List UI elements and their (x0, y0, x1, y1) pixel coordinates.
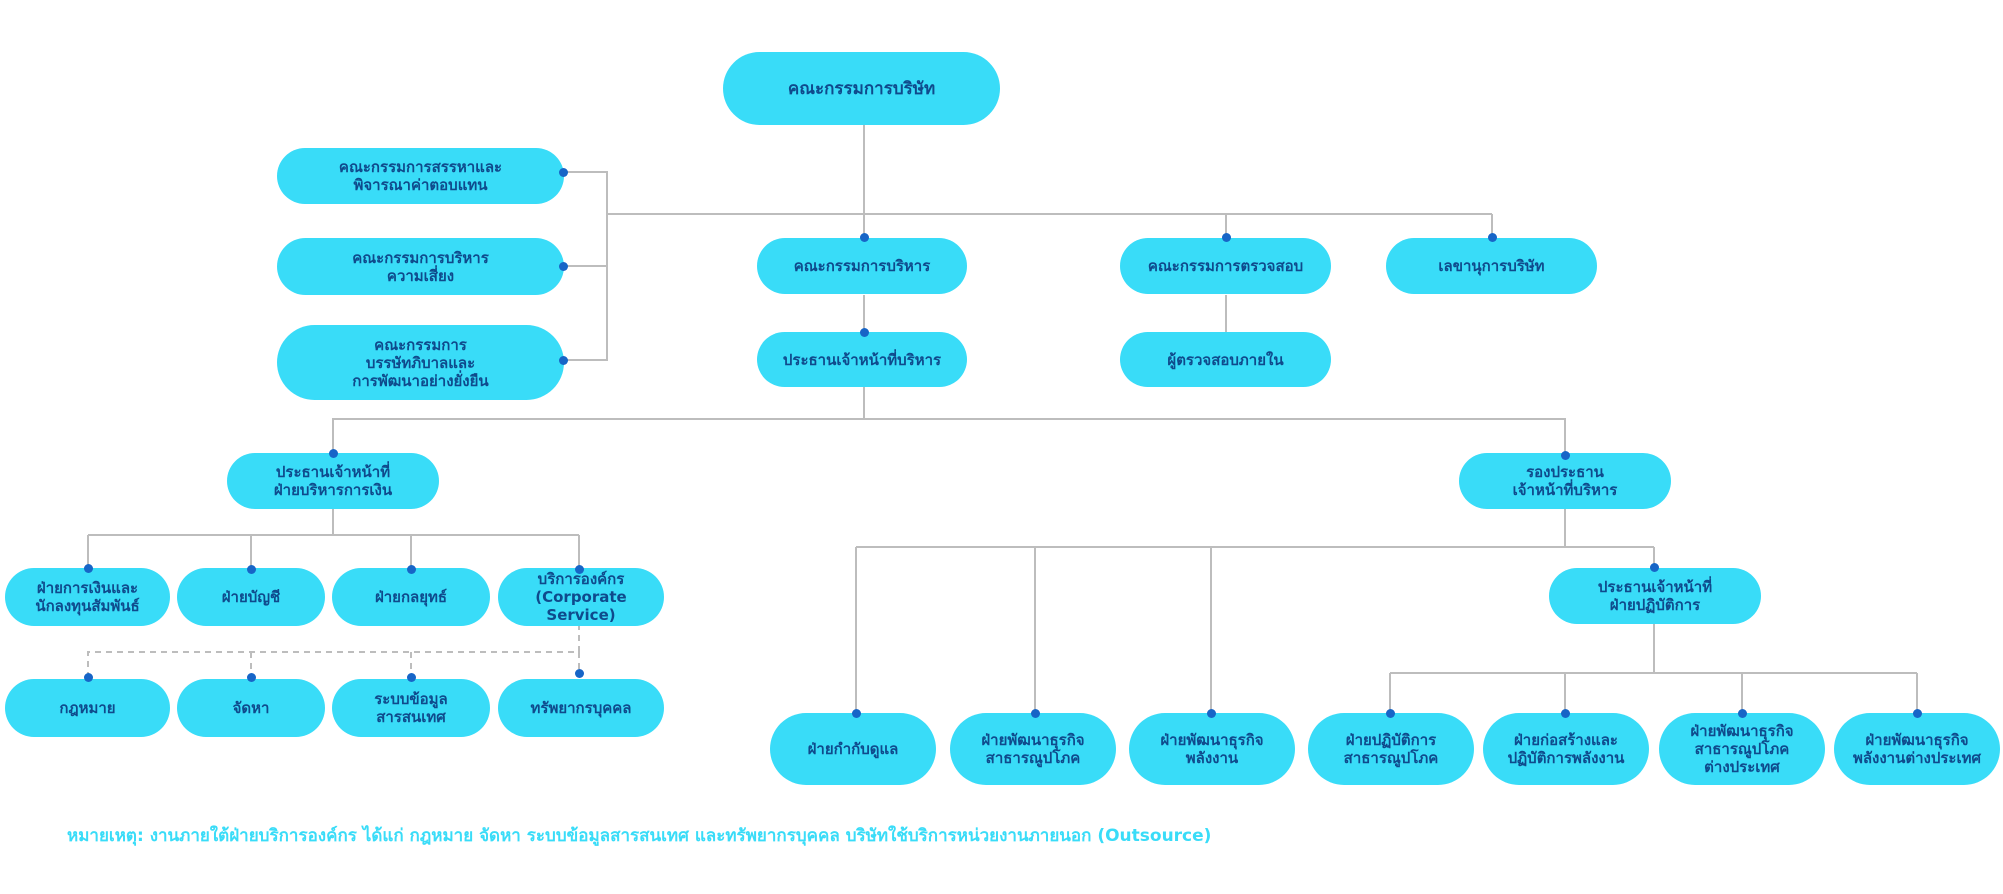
connector-dot (851, 708, 861, 718)
connector-dot (328, 448, 338, 458)
node-regulatory: ฝ่ายกำกับดูแล (770, 713, 936, 785)
connector-dot (558, 355, 568, 365)
node-risk-committee: คณะกรรมการบริหาร ความเสี่ยง (277, 238, 564, 295)
node-utility-biz-dev: ฝ่ายพัฒนาธุรกิจ สาธารณูปโภค (950, 713, 1116, 785)
connector-dot (1737, 708, 1747, 718)
node-energy-construction: ฝ่ายก่อสร้างและ ปฏิบัติการพลังงาน (1483, 713, 1649, 785)
connector-dot (859, 327, 869, 337)
connector-dot (1560, 708, 1570, 718)
node-energy-biz-dev: ฝ่ายพัฒนาธุรกิจ พลังงาน (1129, 713, 1295, 785)
node-hr: ทรัพยากรบุคคล (498, 679, 664, 737)
node-corporate-service: บริการองค์กร (Corporate Service) (498, 568, 664, 626)
footnote: หมายเหตุ: งานภายใต้ฝ่ายบริการองค์กร ได้แ… (67, 826, 1212, 846)
connector-dot (1385, 708, 1395, 718)
connector-dot (1560, 450, 1570, 460)
connector-dot (1912, 708, 1922, 718)
connector-dot (1206, 708, 1216, 718)
node-governance-committee: คณะกรรมการ บรรษัทภิบาลและ การพัฒนาอย่างย… (277, 325, 564, 400)
node-intl-utility-dev: ฝ่ายพัฒนาธุรกิจ สาธารณูปโภค ต่างประเทศ (1659, 713, 1825, 785)
connector-dot (83, 563, 93, 573)
node-it: ระบบข้อมูล สารสนเทศ (332, 679, 490, 737)
connector-dot (246, 672, 256, 682)
node-intl-energy-dev: ฝ่ายพัฒนาธุรกิจ พลังงานต่างประเทศ (1834, 713, 2000, 785)
connector-dot (1221, 232, 1231, 242)
node-finance-ir: ฝ่ายการเงินและ นักลงทุนสัมพันธ์ (5, 568, 170, 626)
connector-dot (246, 564, 256, 574)
node-coo: ประธานเจ้าหน้าที่ ฝ่ายปฏิบัติการ (1549, 568, 1761, 624)
connector-dot (406, 672, 416, 682)
node-strategy: ฝ่ายกลยุทธ์ (332, 568, 490, 626)
connector-dot (558, 261, 568, 271)
node-accounting: ฝ่ายบัญชี (177, 568, 325, 626)
node-procurement: จัดหา (177, 679, 325, 737)
node-nomination-committee: คณะกรรมการสรรหาและ พิจารณาค่าตอบแทน (277, 148, 564, 204)
connector-dot (1487, 232, 1497, 242)
node-deputy-ceo: รองประธาน เจ้าหน้าที่บริหาร (1459, 453, 1671, 509)
connector-dot (558, 167, 568, 177)
connector-dot (406, 564, 416, 574)
connector-dot (1649, 562, 1659, 572)
node-company-secretary: เลขานุการบริษัท (1386, 238, 1597, 294)
node-board: คณะกรรมการบริษัท (723, 52, 1000, 125)
node-utility-ops: ฝ่ายปฏิบัติการ สาธารณูปโภค (1308, 713, 1474, 785)
connector-dot (1030, 708, 1040, 718)
node-legal: กฎหมาย (5, 679, 170, 737)
connector-dot (859, 232, 869, 242)
node-ceo: ประธานเจ้าหน้าที่บริหาร (757, 332, 967, 387)
connector-dot (574, 668, 584, 678)
node-executive-committee: คณะกรรมการบริหาร (757, 238, 967, 294)
node-cfo: ประธานเจ้าหน้าที่ ฝ่ายบริหารการเงิน (227, 453, 439, 509)
connector-dot (574, 564, 584, 574)
connector-dot (83, 672, 93, 682)
node-audit-committee: คณะกรรมการตรวจสอบ (1120, 238, 1331, 294)
node-internal-audit: ผู้ตรวจสอบภายใน (1120, 332, 1331, 387)
